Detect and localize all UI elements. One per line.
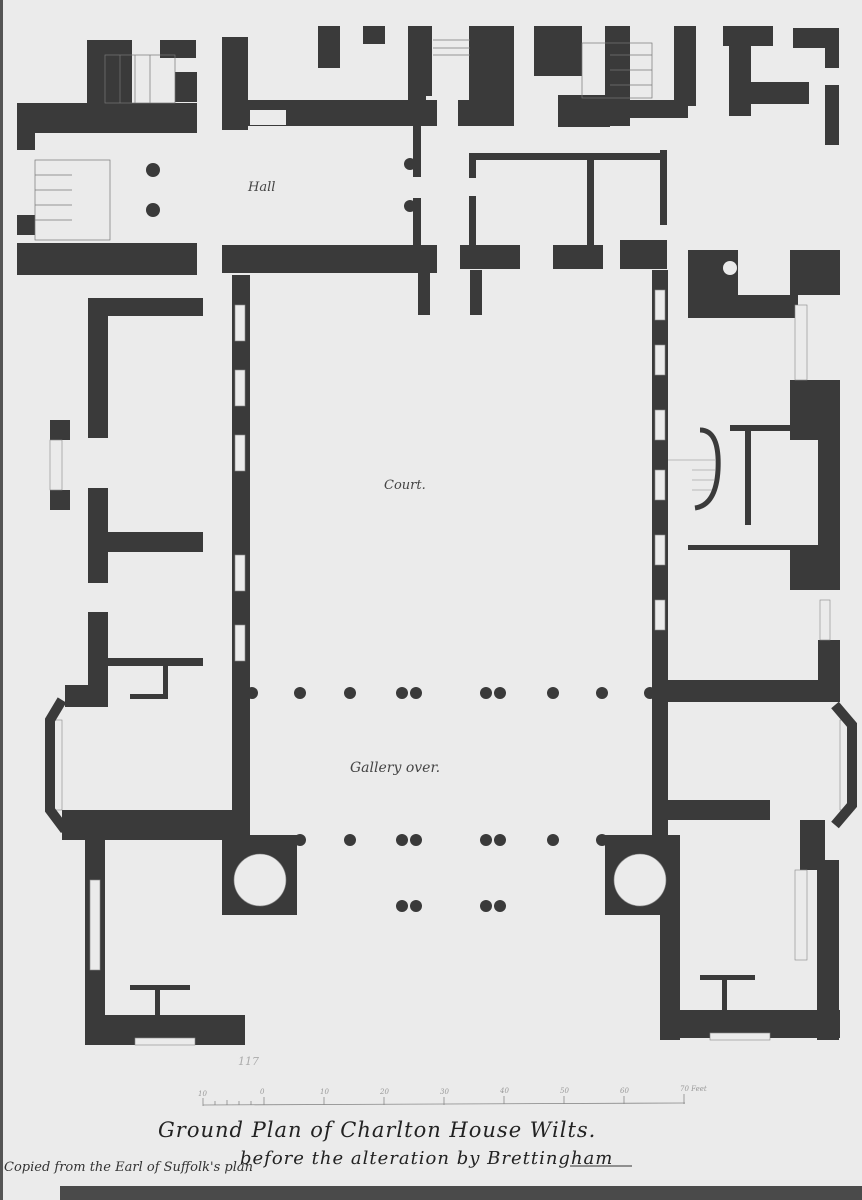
scale-tick-label: 10: [198, 1090, 207, 1098]
sheet-edge: [60, 1186, 862, 1200]
room-label-court: Court.: [384, 478, 426, 493]
plan-title: Ground Plan of Charlton House Wilts.: [158, 1118, 597, 1142]
scale-tick-label: 30: [440, 1088, 449, 1096]
room-label-hall: Hall: [248, 180, 276, 195]
source-note: Copied from the Earl of Suffolk's plan: [4, 1160, 253, 1175]
sheet-number: 117: [238, 1055, 259, 1068]
plan-subtitle: before the alteration by Brettingham: [240, 1148, 614, 1169]
room-label-gallery: Gallery over.: [350, 760, 441, 776]
scale-tick-label: 50: [560, 1087, 569, 1095]
scale-tick-label: 40: [500, 1087, 509, 1095]
scale-tick-label: 0: [260, 1088, 265, 1096]
scale-tick-label: 20: [380, 1088, 389, 1096]
scale-tick-label: 60: [620, 1087, 629, 1095]
scale-tick-label: 10: [320, 1088, 329, 1096]
scale-bar: [202, 1094, 686, 1106]
sheet-edge: [0, 0, 3, 1200]
scale-tick-label: 70 Feet: [680, 1085, 707, 1093]
